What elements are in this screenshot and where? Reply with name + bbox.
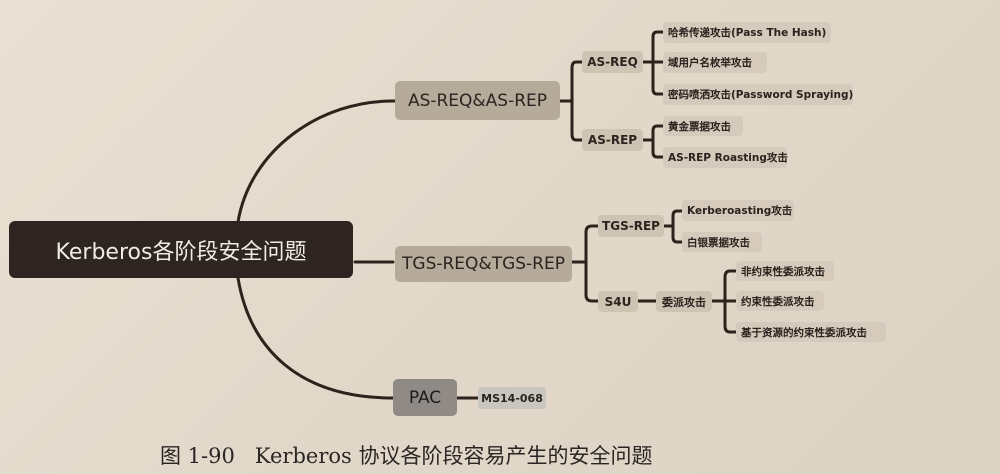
node-label: AS-REP xyxy=(587,133,638,147)
node-label: 委派攻击 xyxy=(662,295,706,309)
leaf-label: 密码喷洒攻击(Password Spraying) xyxy=(668,89,854,101)
leaf-pass-the-hash: 哈希传递攻击(Pass The Hash) xyxy=(663,22,831,43)
node-tgs-rep: TGS-REP xyxy=(598,215,664,237)
leaf-asrep-roasting: AS-REP Roasting攻击 xyxy=(663,147,788,168)
branch-label: TGS-REQ&TGS-REP xyxy=(402,254,565,274)
leaf-label: 约束性委派攻击 xyxy=(741,295,815,308)
leaf-username-enum: 域用户名枚举攻击 xyxy=(663,52,767,73)
leaf-label: 基于资源的约束性委派攻击 xyxy=(741,326,867,339)
node-as-rep: AS-REP xyxy=(582,129,643,151)
leaf-kerberoasting: Kerberoasting攻击 xyxy=(682,200,794,221)
node-delegation-attack: 委派攻击 xyxy=(656,291,712,312)
root-node: Kerberos各阶段安全问题 xyxy=(9,221,353,278)
node-s4u: S4U xyxy=(598,291,638,312)
branch-tgs-req-tgs-rep: TGS-REQ&TGS-REP xyxy=(395,246,572,282)
leaf-label: 非约束性委派攻击 xyxy=(741,265,825,278)
leaf-label: 白银票据攻击 xyxy=(687,236,750,249)
leaf-password-spraying: 密码喷洒攻击(Password Spraying) xyxy=(663,84,853,105)
leaf-label: Kerberoasting攻击 xyxy=(687,205,793,217)
leaf-label: 域用户名枚举攻击 xyxy=(668,57,752,69)
leaf-constrained-delegation: 约束性委派攻击 xyxy=(736,291,824,311)
node-label: TGS-REP xyxy=(602,219,660,233)
figure-caption: 图 1-90 Kerberos 协议各阶段容易产生的安全问题 xyxy=(160,444,653,468)
leaf-label: 哈希传递攻击(Pass The Hash) xyxy=(668,27,827,39)
node-as-req: AS-REQ xyxy=(582,51,643,73)
branch-pac: PAC xyxy=(393,379,457,416)
leaf-unconstrained-delegation: 非约束性委派攻击 xyxy=(736,261,834,281)
leaf-ms14-068: MS14-068 xyxy=(478,387,546,409)
branch-label: AS-REQ&AS-REP xyxy=(407,90,548,111)
leaf-label: AS-REP Roasting攻击 xyxy=(668,152,788,164)
node-label: S4U xyxy=(604,294,632,309)
root-label: Kerberos各阶段安全问题 xyxy=(55,239,307,265)
leaf-golden-ticket: 黄金票据攻击 xyxy=(663,116,743,136)
node-label: AS-REQ xyxy=(587,55,638,69)
leaf-label: 黄金票据攻击 xyxy=(668,120,731,133)
leaf-rbcd: 基于资源的约束性委派攻击 xyxy=(736,322,886,342)
leaf-label: MS14-068 xyxy=(481,391,543,405)
branch-as-req-as-rep: AS-REQ&AS-REP xyxy=(395,81,560,120)
branch-label: PAC xyxy=(408,387,442,408)
leaf-silver-ticket: 白银票据攻击 xyxy=(682,232,762,252)
